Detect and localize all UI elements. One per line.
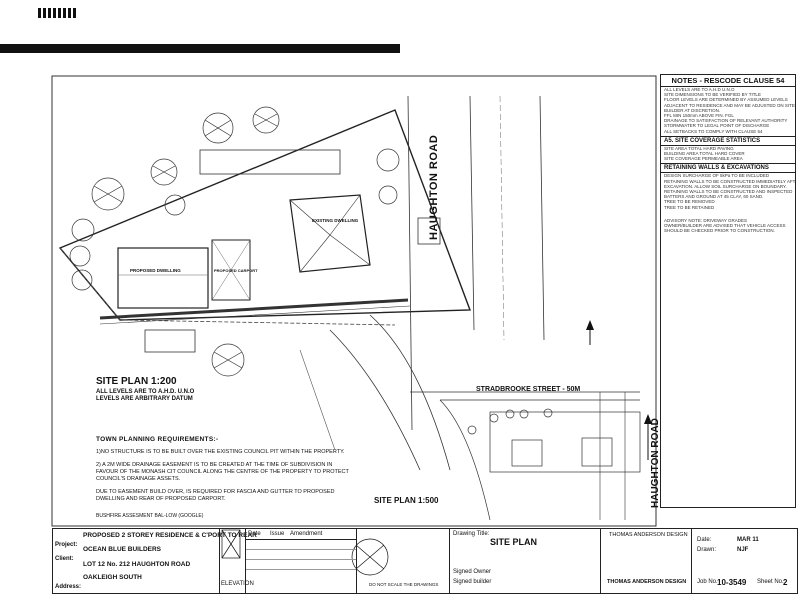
project-info: Project: PROPOSED 2 STOREY RESIDENCE & C… [53, 529, 257, 593]
retaining-line: EXCAVATION. ALLOW SOIL SURCHARGE ON BOUN… [664, 183, 787, 189]
rev-date-header: Date [248, 531, 261, 537]
address-value: OAKLEIGH SOUTH [83, 574, 142, 581]
site-plan-small-title: SITE PLAN 1:500 [374, 496, 439, 505]
note-line: ALL LEVELS ARE TO A.H.D U.N.O [664, 87, 735, 92]
note-line: DRAINAGE TO SATISFACTION OF RELEVANT AUT… [664, 118, 788, 124]
drawn-label: Drawn: [697, 547, 717, 553]
planning-note-4: BUSHFIRE ASSESMENT BAL-LOW (GOOGLE) [96, 513, 204, 519]
notes-title: NOTES - RESCODE CLAUSE 54 [661, 75, 795, 87]
job-box: Date: MAR 11 Drawn: NJF Job No. 10-3549 … [693, 529, 797, 593]
stradbrooke-street-label: STRADBROOKE STREET - 50M [476, 386, 581, 393]
drawn-value: NJF [737, 547, 749, 553]
advisory-line: OWNER/BUILDER ARE ADVISED THAT VEHICLE A… [664, 223, 786, 229]
notes-panel: NOTES - RESCODE CLAUSE 54 ALL LEVELS ARE… [660, 74, 796, 508]
firm-box: THOMAS ANDERSON DESIGN THOMAS ANDERSON D… [601, 529, 692, 593]
site-plan-note-ahd: ALL LEVELS ARE TO A.H.D. U.N.O [96, 389, 195, 395]
job-label: Job No. [697, 579, 718, 585]
do-not-scale-note: DO NOT SCALE THE DRAWINGS [369, 582, 439, 587]
advisory-line: ADVISORY NOTE: DRIVEWAY GRADES [664, 217, 748, 223]
planning-note-3: DUE TO EASEMENT BUILD OVER, IS REQUIRED … [96, 489, 335, 502]
retaining-title: RETAINING WALLS & EXCAVATIONS [661, 163, 795, 174]
revision-table: Date Issue Amendment [245, 529, 357, 593]
note-line: STORMWATER TO LEGAL POINT OF DISCHARGE [664, 123, 770, 129]
note-line: ALL SETBACKS TO COMPLY WITH CLAUSE 54 [664, 128, 763, 134]
note-line: SITE DIMENSIONS TO BE VERIFIED BY TITLE [664, 92, 761, 98]
rev-issue-header: Issue [270, 531, 285, 537]
client-value: OCEAN BLUE BUILDERS [83, 546, 162, 553]
retaining-line: TREE TO BE RETAINED [664, 204, 715, 210]
planning-note-1: 1)NO STRUCTURE IS TO BE BUILT OVER THE E… [96, 449, 345, 455]
drawing-title-value: SITE PLAN [490, 537, 538, 547]
drawing-title-label: Drawing Title: [453, 531, 490, 537]
sheet-label: Sheet No. [757, 579, 784, 585]
advisory-line: SHOULD BE CHECKED PRIOR TO CONSTRUCTION. [664, 228, 775, 234]
retaining-line: TREE TO BE REMOVED [664, 199, 715, 205]
drawing-title-box: Drawing Title: SITE PLAN Signed Owner Si… [449, 529, 601, 593]
redacted-header-bar [0, 44, 400, 53]
retaining-line: RETAINING WALLS TO BE CONSTRUCTED AND IN… [664, 189, 793, 195]
firm-name: THOMAS ANDERSON DESIGN [609, 532, 688, 538]
retaining-line: RETAINING WALLS TO BE CONSTRUCTED IMMEDI… [664, 178, 795, 184]
job-value: 10-3549 [717, 578, 747, 587]
project-value: PROPOSED 2 STOREY RESIDENCE & C'PORT TO … [83, 532, 257, 539]
carport-label: PROPOSED CARPORT [214, 268, 258, 273]
retaining-line: BATTERS AND GROUND AT 45 CLAY, 60 SAND. [664, 194, 764, 200]
lot-value: LOT 12 No. 212 HAUGHTON ROAD [83, 561, 191, 568]
coverage-line: SITE COVERAGE PERMEABLE AREA [664, 156, 743, 162]
existing-dwelling-label: EXISTING DWELLING [312, 218, 359, 223]
site-plan-note-datum: LEVELS ARE ARBITRARY DATUM [96, 396, 193, 402]
elevation-label: ELEVATION [221, 581, 254, 587]
planning-heading: TOWN PLANNING REQUIREMENTS:- [96, 436, 219, 443]
signed-builder: Signed builder [453, 579, 492, 585]
haughton-road-label: HAUGHTON ROAD [428, 134, 440, 240]
client-label: Client: [55, 556, 74, 562]
coverage-line: SITE AREA TOTAL HARD PAVING [664, 145, 734, 151]
address-label: Address: [55, 584, 82, 590]
note-line: ADJACENT TO RESIDENCE AND MAY BE ADJUSTE… [664, 102, 795, 108]
planning-note-2: 2) A 2M WIDE DRAINAGE EASEMENT IS TO BE … [96, 462, 349, 482]
title-block: Project: PROPOSED 2 STOREY RESIDENCE & C… [52, 528, 798, 594]
redacted-corner-mark [38, 8, 78, 18]
note-line: BUILDER AT DISCRETION. [664, 107, 721, 113]
date-label: Date: [697, 537, 712, 543]
coverage-title: A5. SITE COVERAGE STATISTICS [661, 135, 795, 146]
firm-name-logo: THOMAS ANDERSON DESIGN [607, 579, 687, 585]
retaining-line: DESIGN SURCHARGE OF 5kPa TO BE INCLUDED [664, 173, 770, 179]
date-value: MAR 11 [737, 537, 759, 543]
coverage-line: BUILDING AREA TOTAL HARD COVER [664, 151, 745, 157]
note-line: FFL MIN 150mm ABOVE FIN. FGL [664, 113, 734, 119]
rev-amend-header: Amendment [290, 531, 323, 537]
sheet-value: 2 [783, 578, 788, 587]
project-label: Project: [55, 542, 78, 548]
note-line: FLOOR LEVELS ARE DETERMINED BY ASSUMED L… [664, 97, 788, 103]
site-plan-title: SITE PLAN 1:200 [96, 376, 177, 387]
proposed-dwelling-label: PROPOSED DWELLING [130, 268, 181, 273]
town-planning-notes: TOWN PLANNING REQUIREMENTS:- 1)NO STRUCT… [96, 436, 356, 526]
signed-owner: Signed Owner [453, 569, 492, 575]
